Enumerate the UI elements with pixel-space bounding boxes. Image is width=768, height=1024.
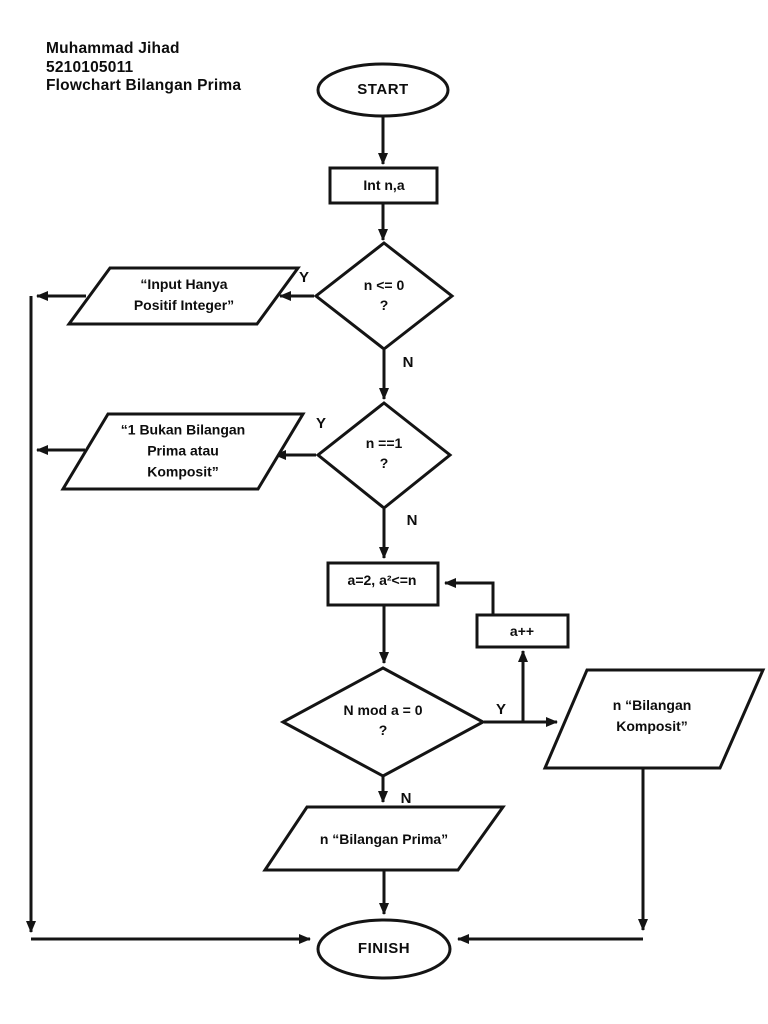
io-msg-prima-shape <box>262 805 506 872</box>
decision-positive-label: n <= 0 ? <box>363 277 405 313</box>
edge-label-mod-no: N <box>400 790 412 807</box>
edge-label-one-yes: Y <box>315 415 327 432</box>
start-label: START <box>357 81 409 98</box>
io-msg-prima-label: n “Bilangan Prima” <box>319 831 449 847</box>
io-msg-komposit-shape <box>542 668 766 770</box>
decision-one-shape <box>315 401 453 510</box>
io-msg-one-label: “1 Bukan Bilangan Prima atau Komposit” <box>120 421 246 480</box>
decision-mod-shape <box>279 666 487 778</box>
io-msg-positive-label: “Input Hanya Positif Integer” <box>133 276 235 313</box>
arrow-increment-to-loop <box>444 578 495 614</box>
init-label: Int n,a <box>363 177 405 193</box>
author-name: Muhammad Jihad <box>46 40 180 57</box>
loop-process-shape <box>326 561 440 607</box>
increment-label: a++ <box>509 623 535 639</box>
init-process-shape <box>328 166 439 205</box>
decision-mod-label: N mod a = 0 ? <box>343 702 423 738</box>
author-header: Muhammad Jihad 5210105011 Flowchart Bila… <box>46 40 241 96</box>
decision-positive-shape <box>313 241 455 351</box>
author-id: 5210105011 <box>46 58 134 76</box>
edge-label-mod-yes: Y <box>495 701 507 718</box>
finish-label: FINISH <box>357 940 411 957</box>
loop-process-label: a=2, a²<=n <box>347 572 417 588</box>
flowchart-title: Flowchart Bilangan Prima <box>46 77 242 94</box>
io-msg-positive-shape <box>66 266 301 326</box>
finish-terminal-shape <box>316 918 452 980</box>
io-msg-one-shape <box>60 412 306 491</box>
decision-one-label: n ==1 ? <box>365 435 403 471</box>
increment-process-shape <box>475 613 570 649</box>
edge-label-one-no: N <box>406 512 418 529</box>
io-msg-komposit-label: n “Bilangan Komposit” <box>612 697 692 734</box>
edge-label-positive-yes: Y <box>298 269 310 286</box>
edge-label-positive-no: N <box>402 354 414 371</box>
start-terminal-shape <box>316 62 450 118</box>
